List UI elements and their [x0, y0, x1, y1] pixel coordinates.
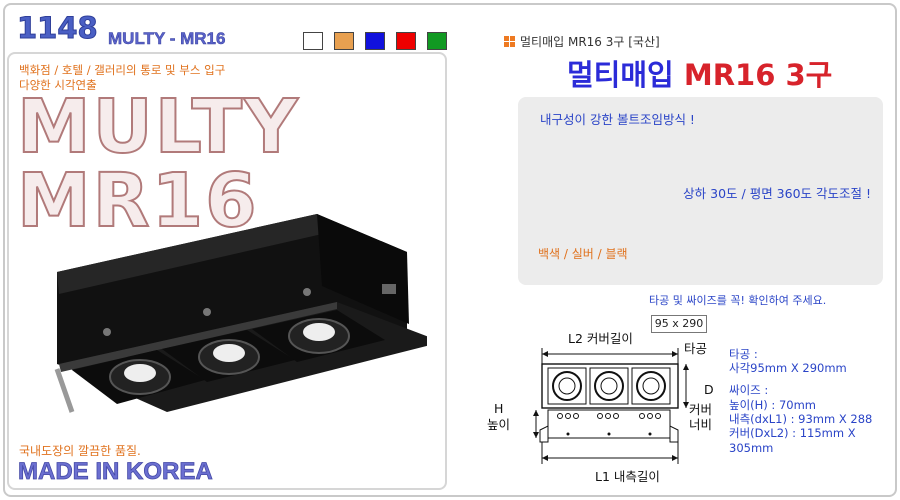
vent-holes — [557, 413, 661, 419]
lamp-cell-2 — [162, 330, 295, 382]
screw-icon — [203, 308, 211, 316]
swatch-blue[interactable] — [365, 32, 385, 50]
swatch-orange[interactable] — [334, 32, 354, 50]
screw-icon — [103, 328, 111, 336]
quality-note: 국내도장의 깔끔한 품질. — [19, 444, 141, 458]
spec-height: 높이(H) : 70mm — [729, 398, 817, 412]
title-korean: 멀티매입 — [567, 58, 674, 92]
feature-box: 내구성이 강한 볼트조임방식 ! 상하 30도 / 평면 360도 각도조절 !… — [518, 97, 883, 285]
cover-width-label-1: 커버 — [689, 402, 713, 417]
hole-size-box: 95 x 290 — [651, 315, 707, 333]
product-code: 멀티매입 MR16 3구 [국산] — [504, 33, 660, 50]
d-label: D — [704, 382, 714, 397]
product-big-title: MULTY MR16 — [16, 84, 300, 244]
l1-label: L1 내측길이 — [595, 469, 660, 484]
spec-hole-title: 타공 : — [729, 347, 758, 361]
h-label: H — [494, 401, 504, 416]
product-panel: 백화점 / 호텔 / 갤러리의 통로 및 부스 입구 다양한 시각연출 MULT… — [7, 52, 447, 490]
hole-label: 타공 — [684, 341, 708, 356]
lamp-circles — [547, 367, 671, 405]
feature-bolt: 내구성이 강한 볼트조임방식 ! — [540, 112, 695, 127]
housing-top — [57, 214, 322, 294]
product-title: 멀티매입 MR16 3구 — [567, 52, 832, 94]
spring-clip-icon — [54, 368, 75, 413]
lamp-cell-1 — [72, 350, 205, 404]
cover-width-label-2: 너비 — [689, 417, 713, 432]
lamp-cell-3 — [252, 310, 385, 362]
bezel-edge — [59, 302, 337, 372]
swatch-red[interactable] — [396, 32, 416, 50]
model-name: MULTY - MR16 — [108, 29, 226, 49]
spec-inner: 내측(dxL1) : 93mm X 288 — [729, 412, 873, 426]
made-in-korea: MADE IN KOREA — [18, 458, 213, 486]
dimension-diagram — [533, 348, 689, 464]
spec-size-title: 싸이즈 : — [729, 383, 769, 397]
tagline-usage: 백화점 / 호텔 / 갤러리의 통로 및 부스 입구 — [19, 63, 226, 77]
color-options: 백색 / 실버 / 블랙 — [538, 247, 628, 261]
product-code-text: 멀티매입 MR16 3구 [국산] — [520, 35, 660, 49]
swatch-green[interactable] — [427, 32, 447, 50]
swatch-white[interactable] — [303, 32, 323, 50]
product-image — [54, 214, 427, 413]
screw-icon — [303, 288, 311, 296]
tagline-visual: 다양한 시각연출 — [19, 78, 97, 92]
spec-hole-value: 사각95mm X 290mm — [729, 361, 847, 375]
l2-label: L2 커버길이 — [568, 331, 633, 346]
grid-icon — [504, 36, 515, 47]
feature-angle: 상하 30도 / 평면 360도 각도조절 ! — [683, 186, 871, 201]
model-number: 1148 — [17, 11, 99, 46]
spec-cover: 커버(DxL2) : 115mm X 305mm — [729, 426, 856, 455]
height-label: 높이 — [487, 417, 511, 432]
color-swatches — [303, 32, 447, 50]
housing-side — [317, 214, 409, 324]
clip-icon — [382, 284, 396, 294]
check-size-note: 타공 및 싸이즈를 꼭! 확인하여 주세요. — [649, 294, 827, 307]
title-model: MR16 3구 — [683, 58, 833, 92]
